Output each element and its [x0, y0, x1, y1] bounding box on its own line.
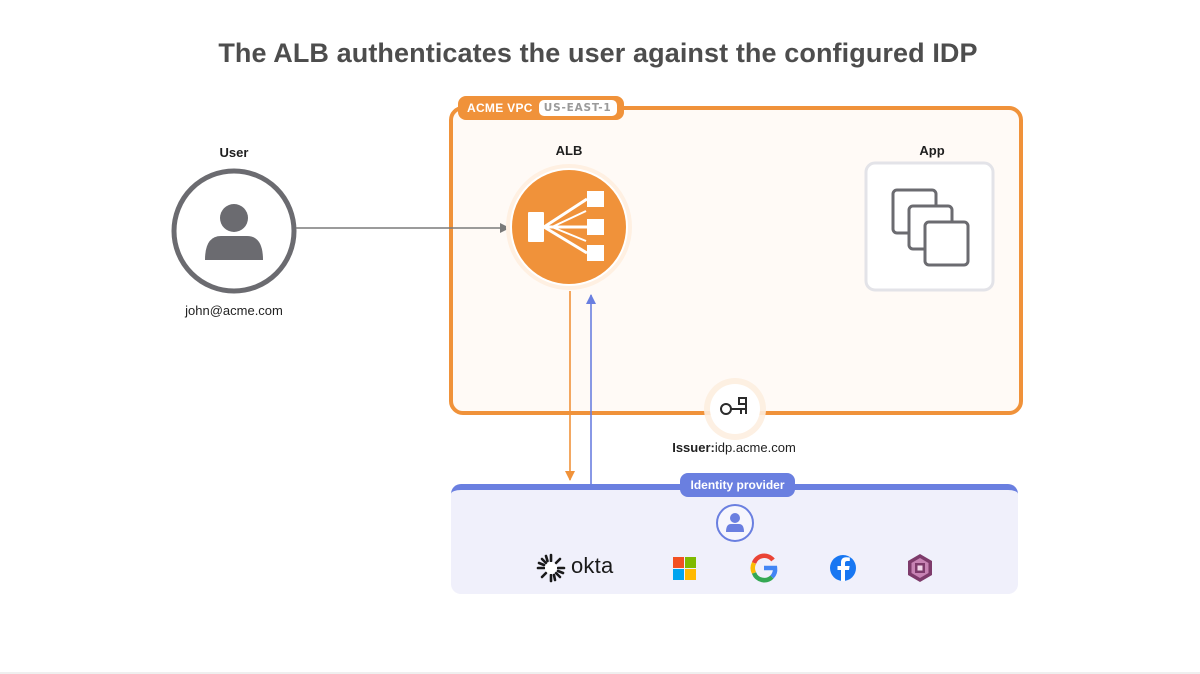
identity-provider-tag: Identity provider: [680, 473, 795, 497]
alb-node: [506, 164, 632, 290]
key-icon: [720, 397, 747, 415]
user-icon: [205, 204, 263, 260]
user-label: User: [219, 145, 249, 160]
user-node: [171, 168, 297, 294]
bottom-divider: [0, 672, 1200, 674]
issuer-text: Issuer:idp.acme.com: [634, 440, 834, 455]
vpc-region-badge: US-EAST-1: [538, 100, 617, 116]
alb-label: ALB: [555, 143, 583, 158]
vpc-tag: ACME VPC US-EAST-1: [458, 96, 624, 120]
cognito-logo: [908, 554, 932, 582]
app-instances-icon: [891, 188, 970, 267]
facebook-logo: [830, 555, 856, 581]
okta-wordmark: okta: [571, 553, 614, 578]
load-balancer-icon: [528, 191, 604, 261]
vpc-name: ACME VPC: [467, 101, 533, 115]
user-email: john@acme.com: [185, 303, 283, 318]
issuer-node: [704, 378, 766, 440]
page-title: The ALB authenticates the user against t…: [218, 38, 978, 68]
issuer-value: idp.acme.com: [714, 440, 796, 455]
google-logo: [750, 553, 778, 583]
identity-user-icon: [716, 504, 754, 542]
okta-logo: [536, 553, 566, 583]
app-label: App: [919, 143, 945, 158]
microsoft-logo: [673, 557, 696, 580]
app-node: [864, 161, 995, 292]
issuer-key: Issuer:: [672, 440, 715, 455]
